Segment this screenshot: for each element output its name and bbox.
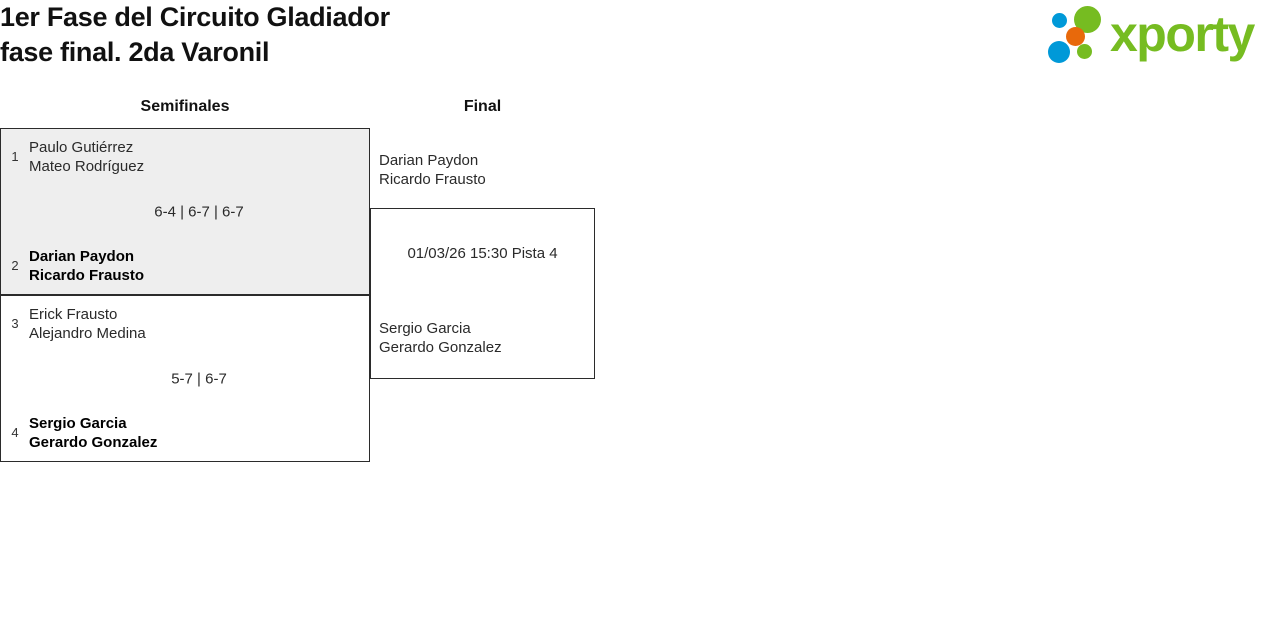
team-players: Sergio Garcia Gerardo Gonzalez (29, 414, 158, 451)
page-title: 1er Fase del Circuito Gladiador fase fin… (0, 2, 390, 67)
round-header-final: Final (463, 98, 502, 115)
logo-dot-orange (1066, 27, 1085, 46)
logo-dot-green-small (1077, 44, 1092, 59)
seed-number: 1 (11, 149, 19, 165)
match-score: 5-7 | 6-7 (171, 370, 227, 387)
logo-wordmark: xporty (1110, 6, 1255, 62)
match-team-top[interactable]: 3 Erick Frausto Alejandro Medina (1, 305, 369, 343)
logo-dot-blue-small (1052, 13, 1067, 28)
team-players: Darian Paydon Ricardo Frausto (29, 247, 145, 284)
seed-number: 3 (11, 316, 19, 332)
match-team-top[interactable]: 1 Paulo Gutiérrez Mateo Rodríguez (1, 138, 369, 176)
seed-number: 4 (11, 424, 19, 440)
final-team-bottom: Sergio Garcia Gerardo Gonzalez (379, 320, 502, 357)
round-header-semifinales: Semifinales (140, 98, 230, 115)
logo-dot-blue-large (1048, 41, 1070, 63)
logo-dots-icon (1048, 5, 1110, 67)
match-box-semifinal-2[interactable]: 3 Erick Frausto Alejandro Medina 5-7 | 6… (0, 295, 370, 462)
seed-number: 2 (11, 257, 19, 273)
match-box-semifinal-1[interactable]: 1 Paulo Gutiérrez Mateo Rodríguez 6-4 | … (0, 128, 370, 295)
team-players: Erick Frausto Alejandro Medina (29, 306, 146, 343)
match-team-bottom[interactable]: 2 Darian Paydon Ricardo Frausto (1, 247, 369, 285)
final-match-schedule: 01/03/26 15:30 Pista 4 (407, 245, 558, 262)
xporty-logo: xporty (1048, 5, 1274, 67)
final-team-top: Darian Paydon Ricardo Frausto (379, 152, 486, 189)
team-players: Paulo Gutiérrez Mateo Rodríguez (29, 139, 145, 176)
match-score: 6-4 | 6-7 | 6-7 (154, 203, 244, 220)
match-box-final[interactable]: Darian Paydon Ricardo Frausto 01/03/26 1… (370, 152, 595, 379)
match-team-bottom[interactable]: 4 Sergio Garcia Gerardo Gonzalez (1, 414, 369, 452)
